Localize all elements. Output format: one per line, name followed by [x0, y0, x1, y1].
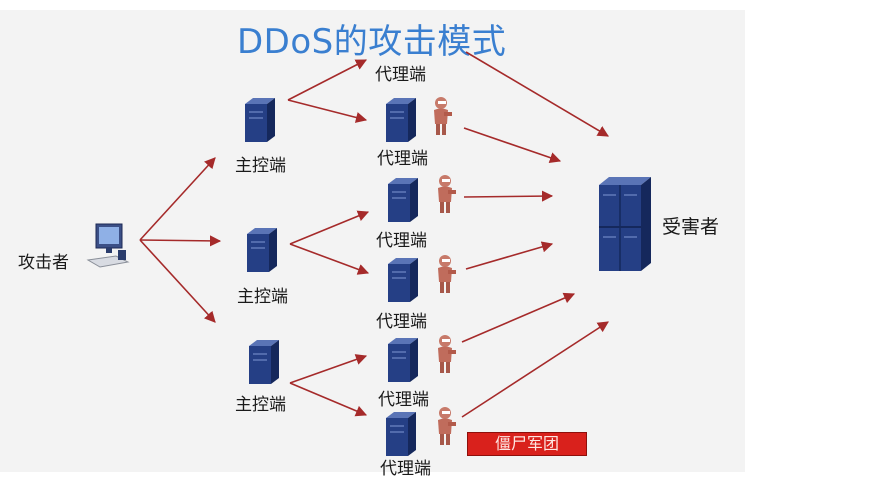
- arrow-agent-6-victim: [461, 321, 609, 418]
- arrow-master3-agent-5: [289, 354, 368, 384]
- arrow-attacker-master-2: [139, 235, 222, 247]
- agent-label-6: 代理端: [380, 459, 431, 479]
- zombie-army-tag: 僵尸军团: [467, 432, 587, 456]
- agent-label-3: 代理端: [376, 231, 427, 251]
- zombie-figure-icon: [438, 407, 456, 445]
- server-icon: [386, 98, 416, 142]
- agent-label-4: 代理端: [376, 312, 427, 332]
- server-icon: [388, 338, 418, 382]
- arrow-master1-agent-1: [287, 59, 367, 101]
- desktop-computer-icon: [86, 223, 130, 268]
- server-icon: [388, 178, 418, 222]
- diagram-title: DDoS的攻击模式: [237, 22, 507, 62]
- server-icon: [247, 228, 277, 272]
- arrow-agent-1-victim: [465, 51, 609, 137]
- server-icon: [388, 258, 418, 302]
- zombie-figure-icon: [438, 255, 456, 293]
- arrow-attacker-master-1: [139, 157, 216, 241]
- arrow-master3-agent-6: [289, 382, 368, 417]
- victim-label: 受害者: [662, 216, 720, 238]
- master-label-3: 主控端: [235, 395, 286, 415]
- arrow-agent-4-victim: [465, 241, 554, 270]
- master-label-1: 主控端: [235, 156, 286, 176]
- arrow-master2-agent-4: [289, 243, 370, 275]
- arrow-agent-5-victim: [461, 292, 576, 343]
- agent-label-5: 代理端: [378, 390, 429, 410]
- arrow-agent-3-victim: [463, 190, 554, 202]
- arrow-master1-agent-2: [287, 99, 368, 123]
- zombie-figure-icon: [434, 97, 452, 135]
- server-icon: [386, 412, 416, 456]
- agent-label-2: 代理端: [377, 149, 428, 169]
- zombie-figure-icon: [438, 175, 456, 213]
- arrow-agent-2-victim: [463, 127, 562, 164]
- master-label-2: 主控端: [237, 287, 288, 307]
- attacker-label: 攻击者: [18, 253, 69, 273]
- arrow-attacker-master-3: [139, 239, 216, 323]
- arrow-master2-agent-3: [289, 210, 370, 245]
- server-icon: [245, 98, 275, 142]
- zombie-figure-icon: [438, 335, 456, 373]
- server-cluster-icon: [599, 177, 651, 271]
- agent-label-1: 代理端: [375, 65, 426, 85]
- server-icon: [249, 340, 279, 384]
